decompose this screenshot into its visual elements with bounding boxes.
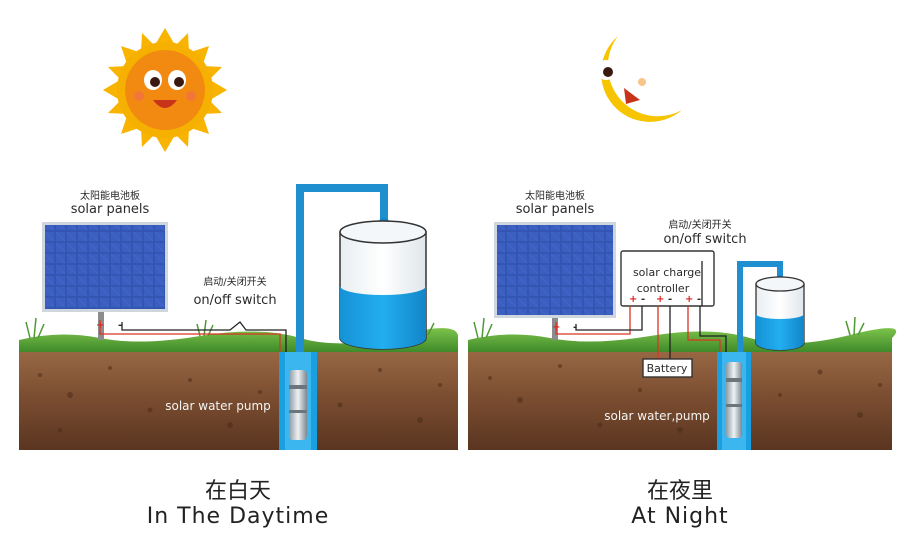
night-pump-icon	[726, 362, 742, 438]
night-ground	[468, 316, 897, 450]
day-pump-label: solar water pump	[165, 399, 271, 413]
smiling-sun-icon	[103, 28, 227, 152]
night-pump-label: solar water,pump	[604, 409, 710, 423]
day-switch-label-en: on/off switch	[193, 293, 276, 308]
day-panel-label-en: solar panels	[71, 202, 150, 217]
smiling-moon-icon	[597, 36, 682, 122]
night-controller-line2: controller	[637, 282, 690, 295]
day-water-pipe	[296, 184, 388, 352]
night-panel-minus-sign: -	[573, 322, 577, 333]
night-panel-label-zh: 太阳能电池板	[525, 189, 585, 202]
day-caption-en: In The Daytime	[147, 504, 329, 529]
night-battery: Battery	[642, 358, 693, 378]
day-water-tank	[339, 220, 427, 350]
day-panel-minus-sign: -	[118, 320, 122, 331]
night-solar-panel	[494, 222, 616, 340]
night-term-minus-2: -	[668, 294, 672, 305]
night-panel-label-en: solar panels	[516, 202, 595, 217]
night-term-plus-2: +	[656, 294, 664, 305]
day-ground	[19, 316, 459, 450]
night-scene: 太阳能电池板 solar panels 启动/关闭开关 on/off switc…	[468, 36, 897, 529]
night-caption-zh: 在夜里	[647, 479, 713, 504]
night-water-pipe	[737, 261, 783, 352]
day-caption-zh: 在白天	[205, 479, 271, 504]
day-scene: 太阳能电池板 solar panels + - 启动/关闭开关 on/off s…	[19, 28, 459, 529]
night-term-minus-1: -	[641, 294, 645, 305]
day-switch-label-zh: 启动/关闭开关	[203, 275, 266, 288]
night-switch-label-zh: 启动/关闭开关	[668, 218, 731, 231]
day-solar-panel	[42, 222, 168, 340]
night-term-plus-1: +	[629, 294, 637, 305]
night-caption-en: At Night	[631, 504, 728, 529]
night-wires	[555, 261, 727, 362]
night-switch-label-en: on/off switch	[663, 232, 746, 247]
night-water-tank	[755, 276, 805, 351]
day-pump-icon	[289, 370, 307, 440]
night-battery-label: Battery	[647, 362, 688, 375]
night-term-minus-3: -	[697, 294, 701, 305]
night-term-plus-3: +	[685, 294, 693, 305]
night-charge-controller: solar charge controller	[620, 250, 715, 307]
day-panel-label-zh: 太阳能电池板	[80, 189, 140, 202]
night-controller-line1: solar charge	[633, 266, 701, 279]
